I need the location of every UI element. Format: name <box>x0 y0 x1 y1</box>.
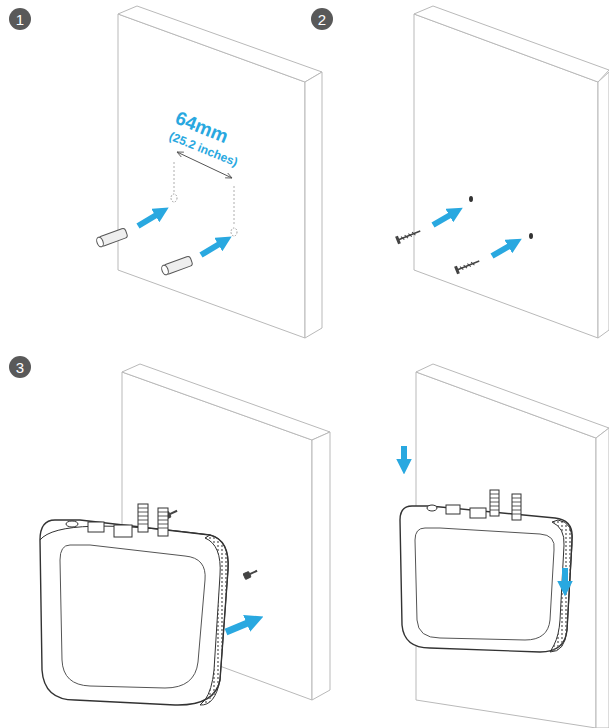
wall-anchors <box>95 228 193 276</box>
holes <box>469 196 533 239</box>
wall-panel <box>118 6 322 338</box>
screws <box>397 227 481 273</box>
step-number: 1 <box>9 8 31 30</box>
direction-arrows <box>226 622 250 632</box>
direction-arrows <box>433 214 511 256</box>
direction-arrows <box>404 446 565 584</box>
step-number: 3 <box>9 356 31 378</box>
wall-panel <box>414 6 609 338</box>
direction-arrows <box>138 214 221 255</box>
router-device <box>400 490 572 652</box>
wall-panel <box>416 364 609 728</box>
step-number: 2 <box>311 8 333 30</box>
router-device <box>40 504 228 705</box>
